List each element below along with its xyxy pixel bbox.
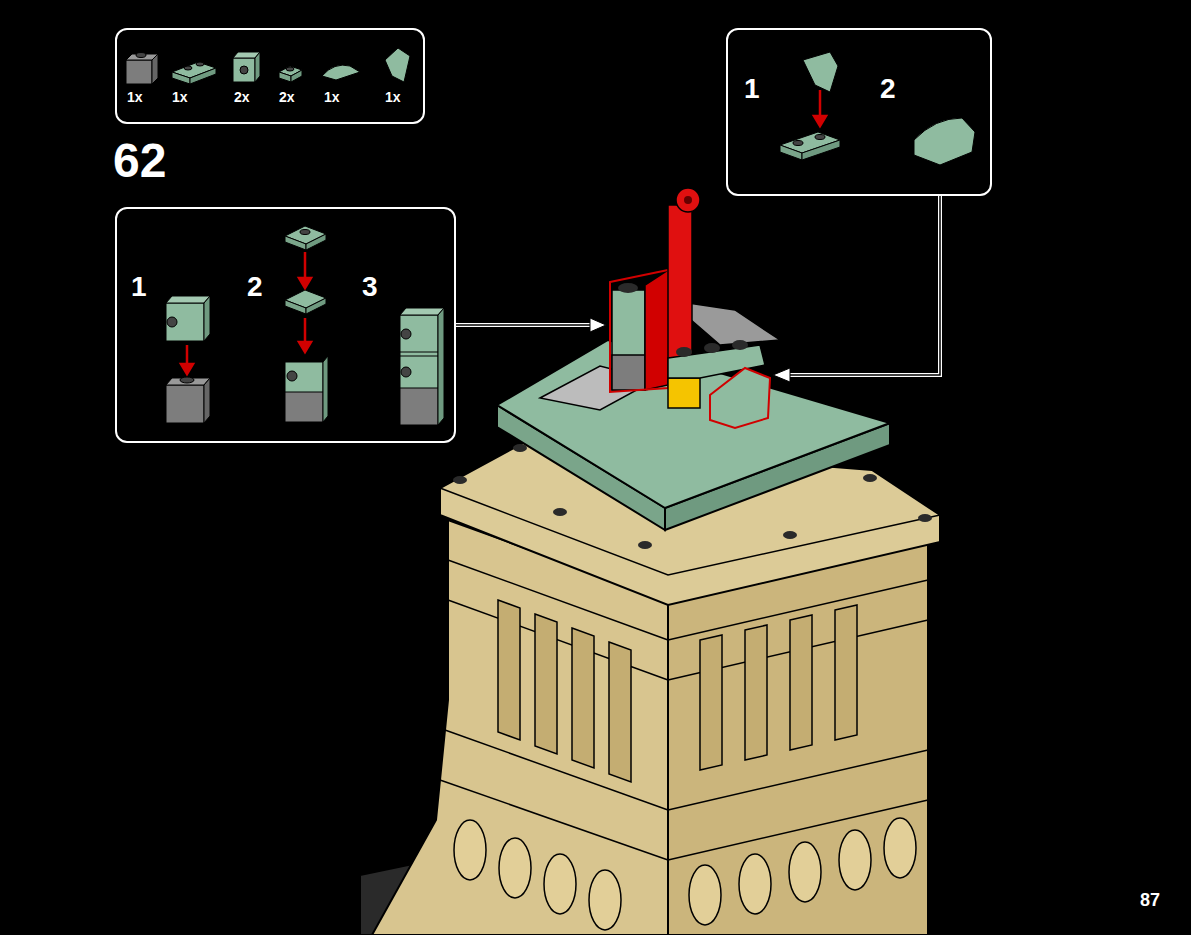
page-number: 87 <box>1140 891 1160 909</box>
part-count: 1x <box>385 90 401 104</box>
substep-callout-box: 12 <box>726 28 992 196</box>
substep-callout-box: 1 2 3 <box>115 207 456 443</box>
parts-list-box: 1x 1x 2x 2x 1x 1x <box>115 28 425 124</box>
part-count: 1x <box>127 90 143 104</box>
substep-number: 1 <box>744 75 760 103</box>
substep-number: 3 <box>362 273 378 301</box>
part-count: 2x <box>279 90 295 104</box>
part-count: 2x <box>234 90 250 104</box>
substep-number: 2 <box>880 75 896 103</box>
substep-number: 2 <box>247 273 263 301</box>
substep-number: 1 <box>131 273 147 301</box>
step-number: 62 <box>113 137 166 185</box>
part-count: 1x <box>324 90 340 104</box>
part-count: 1x <box>172 90 188 104</box>
